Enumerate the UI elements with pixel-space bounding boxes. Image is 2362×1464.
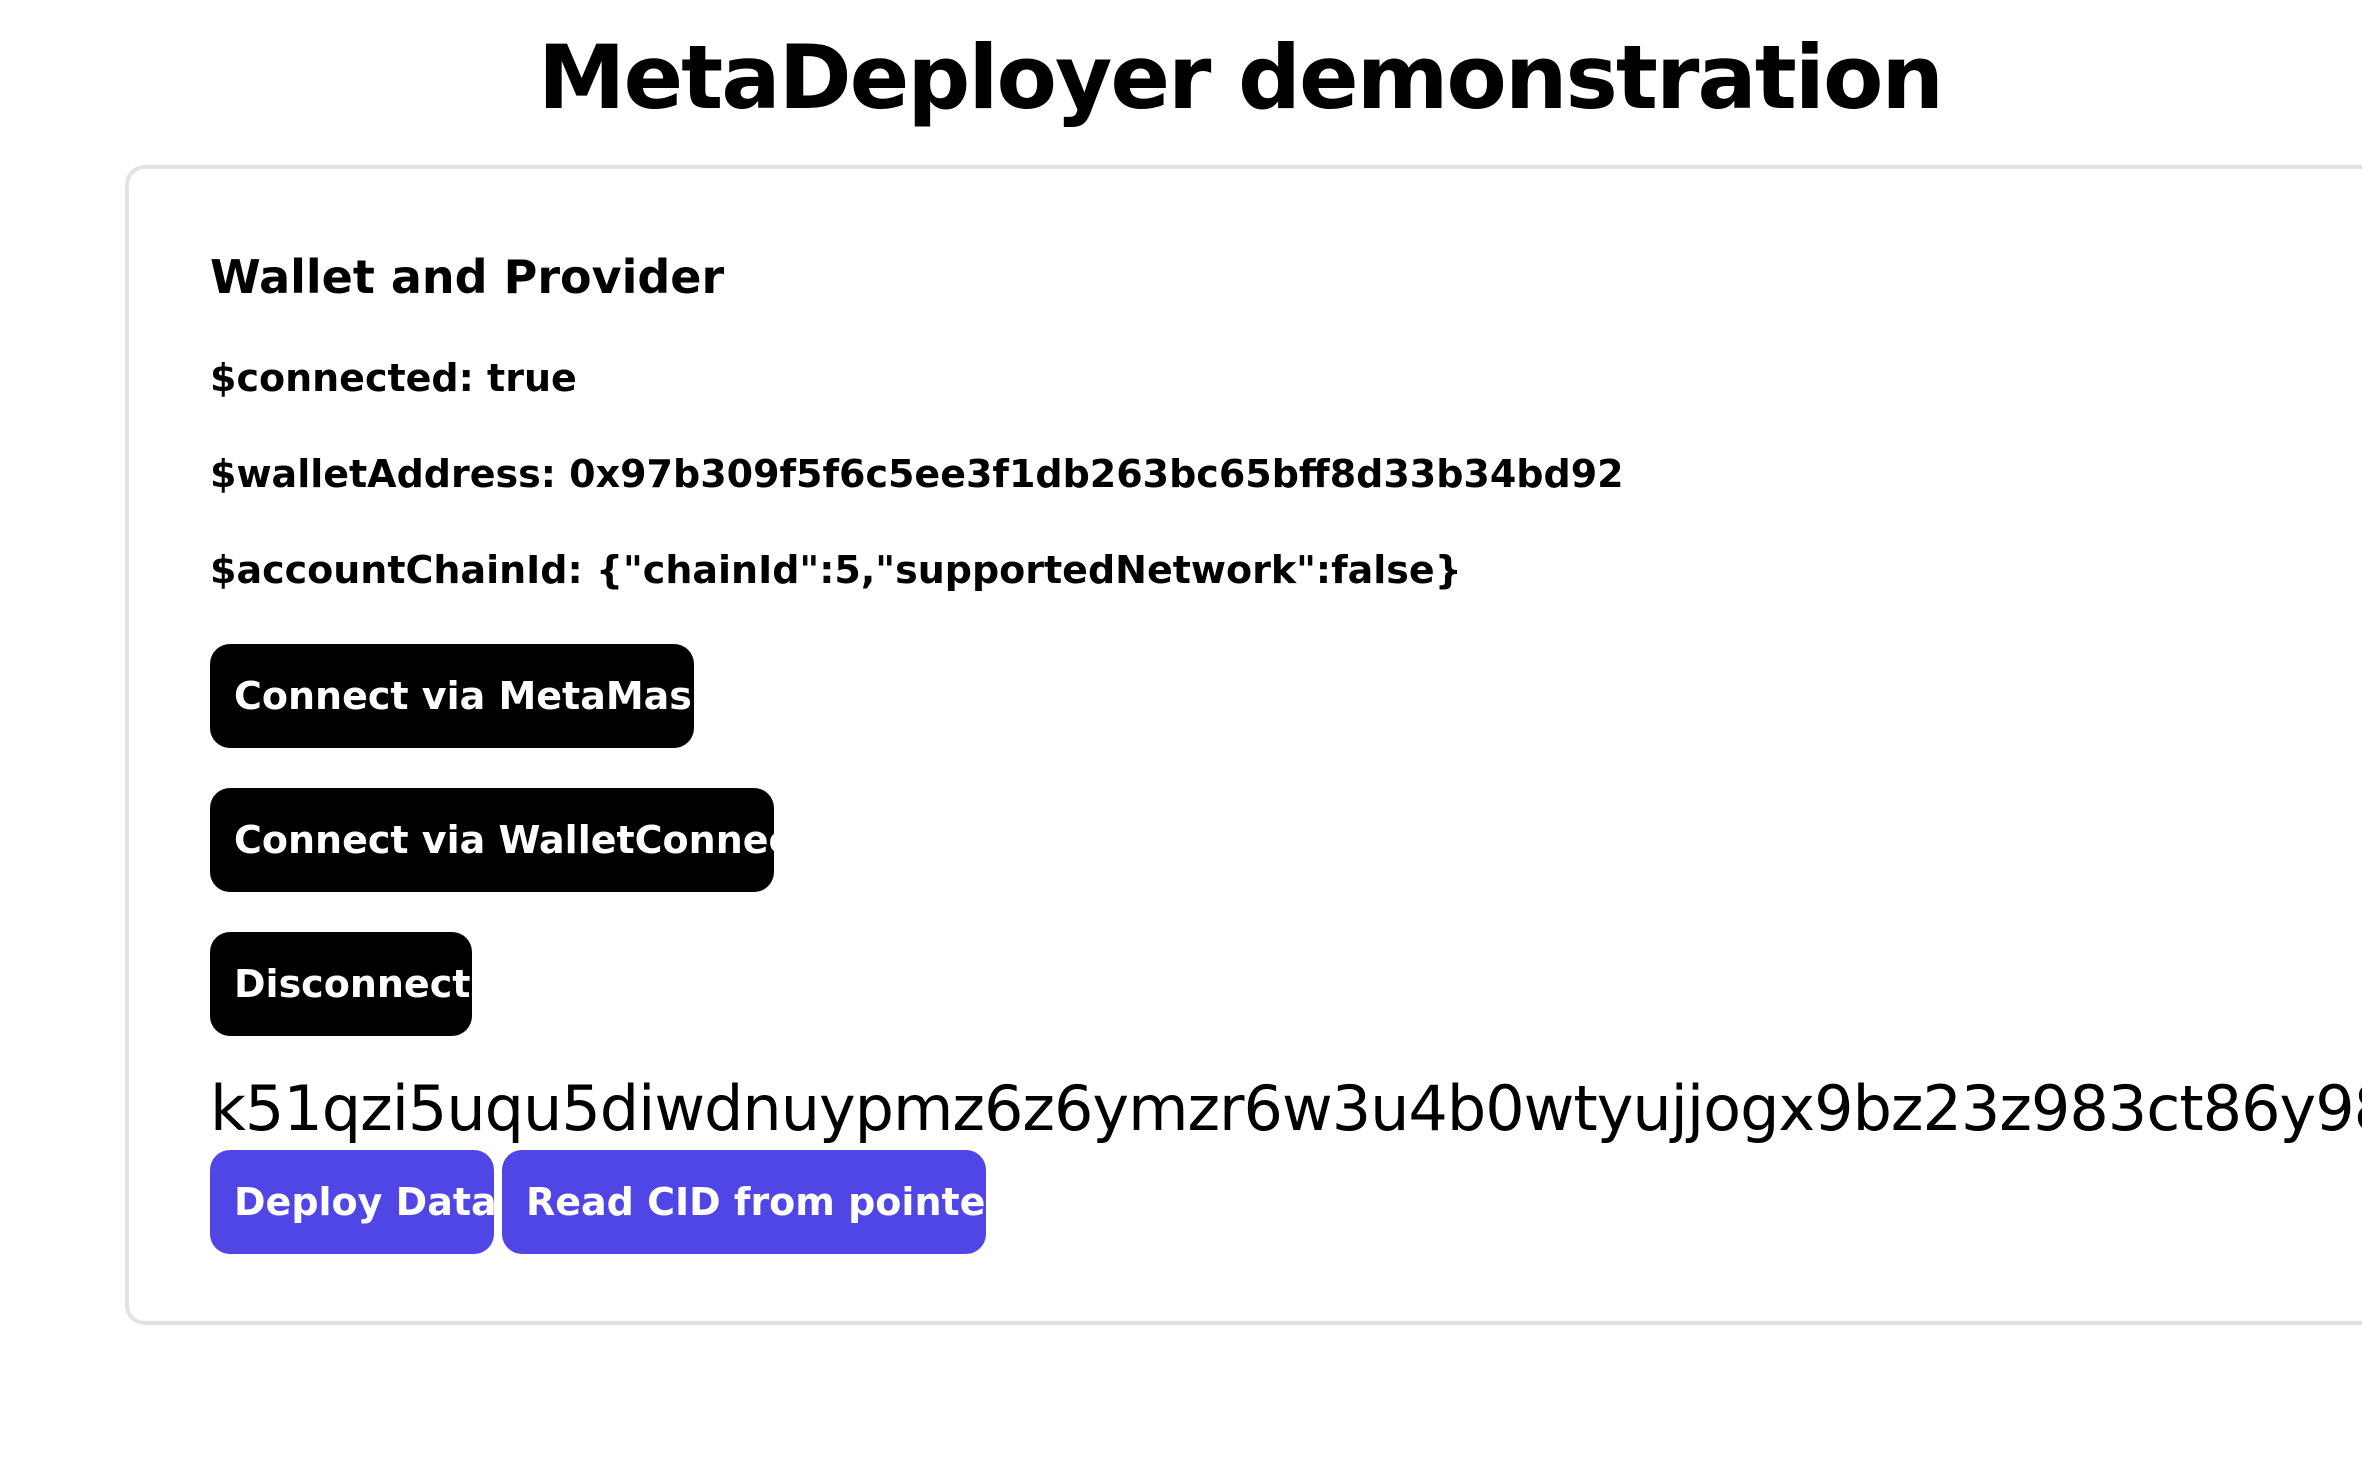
deploy-data-button[interactable]: Deploy Data [210,1150,497,1254]
section-heading: Wallet and Provider [210,250,725,304]
wallet-address: $walletAddress: 0x97b309f5f6c5ee3f1db263… [210,452,1624,496]
connect-metamask-button[interactable]: Connect via MetaMask [210,644,717,748]
cid-value: k51qzi5uqu5diwdnuypmz6z6ymzr6w3u4b0wtyuj… [210,1072,2362,1145]
wallet-card: Wallet and Provider $connected: true $wa… [125,165,2362,1325]
connect-walletconnect-button[interactable]: Connect via WalletConnect [210,788,809,892]
account-chain-id: $accountChainId: {"chainId":5,"supported… [210,548,1462,592]
page-title: MetaDeployer demonstration [537,26,1944,129]
connected-status: $connected: true [210,356,577,400]
disconnect-button[interactable]: Disconnect [210,932,472,1036]
read-cid-button[interactable]: Read CID from pointer [502,1150,1004,1254]
